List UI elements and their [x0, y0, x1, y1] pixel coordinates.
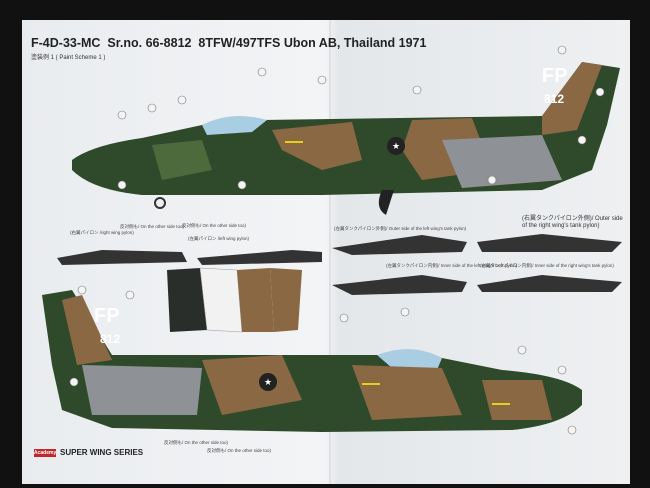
outer-right-tank-label: (右翼タンクパイロン外側)/ Outer side of the right w… — [522, 216, 623, 229]
tail-code-bottom: FP — [94, 305, 120, 327]
instruction-sheet: F-4D-33-MC Sr.no. 66-8812 8TFW/497TFS Ub… — [22, 20, 630, 484]
svg-text:★: ★ — [392, 141, 400, 151]
brand-footer: Academy SUPER WING SERIES — [34, 448, 143, 457]
fold-line — [329, 20, 331, 484]
top-aircraft-profile: ★ — [72, 62, 620, 215]
left-pylon-label: (左翼パイロン /left wing pylon) — [188, 236, 250, 241]
series-name: SUPER WING SERIES — [60, 448, 144, 457]
brand-logo: Academy — [34, 448, 57, 457]
other-side-note: 反対側も/ On the other side too) — [182, 223, 247, 228]
bottom-aircraft-profile: ★ — [42, 290, 582, 432]
tail-code-top: FP — [542, 65, 568, 87]
svg-text:★: ★ — [264, 377, 272, 387]
inner-right-tank-label: (右翼タンクパイロン内側)/ Inner side of the right w… — [480, 263, 614, 268]
page-title: F-4D-33-MC Sr.no. 66-8812 8TFW/497TFS Ub… — [31, 36, 427, 50]
serial-top: 812 — [544, 92, 565, 106]
aircraft-drawings: ★ ★ — [42, 45, 622, 435]
other-side-note: 反対側も/ On the other side too) — [207, 448, 272, 453]
callout-markers — [69, 45, 605, 435]
other-side-note: 反対側も/ On the other side too) — [120, 224, 185, 229]
outer-left-tank-label: (左翼タンクパイロン外側)/ Outer side of the left wi… — [334, 226, 467, 231]
serial-bottom: 812 — [100, 332, 121, 346]
right-pylon-label: (右翼パイロン /right wing pylon) — [70, 230, 134, 235]
inner-left-tank-label: (左翼タンクパイロン内側)/ Inner side of the left wi… — [386, 263, 518, 268]
other-side-note: 反対側も/ On the other side too) — [164, 440, 229, 445]
page-subtitle: 塗装例 1 ( Paint Scheme 1 ) — [31, 55, 106, 61]
